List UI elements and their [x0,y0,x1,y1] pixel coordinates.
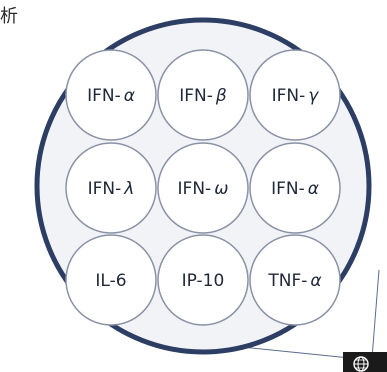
analyte-label-symbol: α [310,271,321,291]
analyte-label: IFN-λ [88,179,135,199]
analyte-spot [157,234,249,326]
analyte-label-prefix: IFN- [87,86,121,106]
analyte-label-symbol: γ [308,86,319,106]
analyte-label: IP-10 [182,271,225,291]
analyte-spot [157,142,249,234]
analyte-label-symbol: α [308,179,319,199]
analyte-label: IFN-ω [178,179,229,199]
analyte-spot [249,49,341,141]
analyte-spot [65,49,157,141]
analyte-label-prefix: IFN- [271,179,305,199]
analyte-label: TNF-α [267,271,321,291]
analyte-label-symbol: λ [123,179,134,199]
analyte-label-prefix: IFN- [178,179,212,199]
analyte-label: IL-6 [95,271,126,291]
analyte-spot [249,142,341,234]
corner-badge [343,352,387,372]
leader-line-side [371,269,380,359]
analyte-label-symbol: ω [214,179,228,199]
analyte-spot [65,234,157,326]
analyte-label-prefix: IL-6 [95,271,126,291]
analyte-spot [65,142,157,234]
analyte-label-symbol: α [124,86,135,106]
analyte-label: IFN-α [87,86,135,106]
leader-line-lower [231,345,351,359]
analyte-label-prefix: IFN- [179,86,213,106]
analyte-label-prefix: TNF- [267,271,307,291]
analyte-label-symbol: β [215,86,227,106]
globe-icon [353,356,369,372]
leader-lines [231,269,380,359]
analyte-label: IFN-β [179,86,227,106]
analyte-label: IFN-γ [272,86,320,106]
analyte-spot [157,49,249,141]
analyte-label-prefix: IFN- [88,179,122,199]
corner-text: 析 [0,6,18,27]
analyte-spot [249,234,341,326]
analyte-label: IFN-α [271,179,319,199]
analyte-label-prefix: IP-10 [182,271,225,291]
analyte-label-prefix: IFN- [272,86,306,106]
